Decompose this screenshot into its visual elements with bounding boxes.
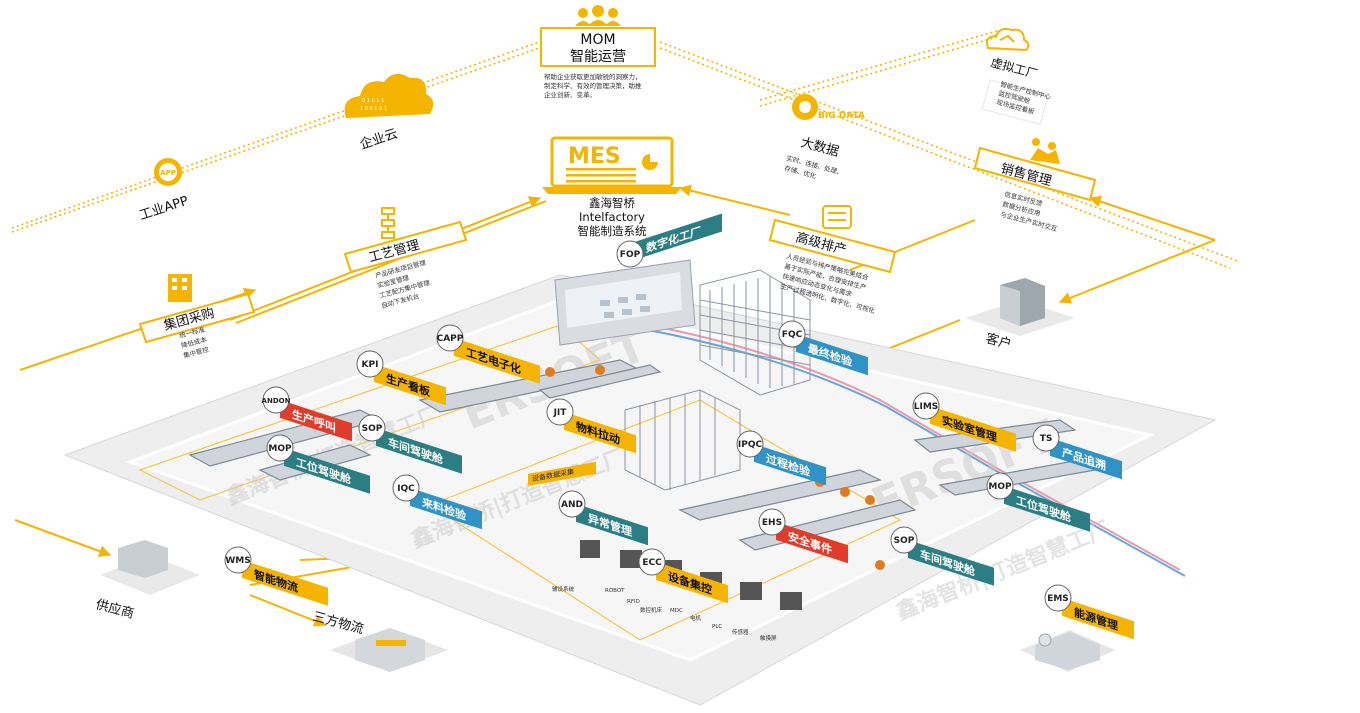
cloud-icon: 0 1 0 1 1 1 0 0 1 0 1 [344, 73, 434, 118]
tag-wms[interactable]: WMS 智能物流 [224, 546, 328, 606]
supplier-label: 供应商 [94, 596, 136, 622]
advanced-scheduling[interactable]: 高级排产 人员经验与排产策略完美结合 基于实际产能，合理安排生产 快速响应动态变… [768, 205, 897, 315]
big-data[interactable]: BIG DATA 大数据 实时、连接、处理、 存储、优化 [783, 94, 865, 180]
tag-code: MOP [268, 444, 292, 454]
network-lines [11, 29, 1241, 269]
device-label: PLC [712, 624, 722, 630]
handshake-icon [1030, 138, 1060, 164]
mom-desc: 企业创新、变革。 [544, 90, 596, 99]
device-label: 触摸屏 [760, 634, 777, 642]
tag-code: MOP [988, 482, 1012, 492]
building-icon [168, 274, 192, 302]
craft-management[interactable]: 工艺管理 产品研发项目管理 实验室管理 工艺配方集中管理 自动下发机台 [343, 207, 468, 310]
virtual-factory[interactable]: 虚拟工厂 智能生产控制中心 监控驾驶舱 现场监控看板 [981, 27, 1053, 126]
tag-code: JIT [553, 408, 568, 418]
tag-lims[interactable]: LIMS 实验室管理 [912, 392, 1016, 452]
ecc-panel [528, 461, 596, 486]
third-party-label: 三方物流 [311, 608, 365, 637]
supplier[interactable]: 供应商 [94, 540, 200, 622]
bigdata-label: 大数据 [799, 135, 841, 160]
svg-text:1 0 0 1 0 1: 1 0 0 1 0 1 [360, 106, 387, 112]
energy-plant-icon [1020, 630, 1115, 672]
scheduling-icon [822, 205, 852, 229]
device-label: 数控机床 [640, 606, 663, 614]
third-party-logistics[interactable]: 三方物流 [311, 608, 448, 672]
device-label: 电机 [690, 614, 702, 622]
tag-jit[interactable]: JIT 物料拉动 [546, 398, 636, 454]
ecc-device-panel: 设备数据采集 辅设系统 ROBOT RFID 数控机床 MDC 电机 PLC 传… [528, 461, 777, 642]
device-label: 辅设系统 [552, 585, 575, 593]
mom-title: MOM [580, 32, 615, 48]
people-icon [575, 5, 621, 26]
tag-fqc[interactable]: FQC 最终检验 [778, 320, 868, 376]
app-gear-icon: APP [154, 158, 182, 186]
device-label: ROBOT [605, 588, 625, 594]
tag-code: CAPP [437, 334, 464, 344]
device-label: 传感器 [732, 628, 749, 636]
tag-code: IQC [397, 484, 415, 494]
factory-floor [63, 274, 1217, 706]
mes-line: 鑫海智桥 [589, 196, 635, 210]
warehouse-icon [330, 628, 448, 672]
tag-code: WMS [225, 556, 250, 566]
device-label: RFID [627, 599, 640, 605]
app-label: 工业APP [138, 194, 191, 224]
device-label: MDC [670, 608, 683, 614]
cloud-label: 企业云 [358, 126, 400, 153]
flowchart-icon [381, 207, 395, 239]
tag-code: AND [561, 500, 583, 510]
mes-laptop[interactable]: MES 鑫海智桥 Intelfactory 智能制造系统 [542, 136, 682, 238]
tag-label: 数字化工厂 [646, 224, 701, 255]
tag-code: LIMS [914, 402, 939, 412]
tag-code: SOP [362, 424, 383, 434]
virtual-label: 虚拟工厂 [989, 55, 1039, 81]
tag-code: FOP [620, 250, 641, 260]
tag-code: EMS [1047, 594, 1069, 604]
mes-line: Intelfactory [579, 210, 645, 224]
customer[interactable]: 客户 [965, 278, 1075, 353]
pie-chart-icon [642, 154, 658, 170]
tag-code: TS [1040, 434, 1053, 444]
customer-label: 客户 [984, 330, 1013, 352]
tag-code: KPI [362, 360, 379, 370]
mes-title: MES [568, 144, 621, 169]
cloud-hand-icon [986, 27, 1030, 52]
mom-box[interactable]: MOM 智能运营 帮助企业获取更加敏锐的洞察力， 制定科学、有效的管理决策，助推… [540, 5, 656, 99]
tag-and[interactable]: AND 异常管理 [558, 490, 648, 546]
customer-building-icon [965, 278, 1075, 336]
bigdata-icon-text: BIG DATA [818, 111, 865, 121]
svg-text:0 1 0 1 1: 0 1 0 1 1 [362, 98, 384, 104]
mom-desc: 制定科学、有效的管理决策，助推 [544, 81, 642, 90]
mom-desc: 帮助企业获取更加敏锐的洞察力， [544, 72, 642, 81]
tag-code: IPQC [738, 440, 763, 450]
tag-code: FQC [782, 330, 803, 340]
mes-line: 智能制造系统 [578, 224, 647, 238]
tag-code: ECC [642, 558, 662, 568]
enterprise-cloud[interactable]: 0 1 0 1 1 1 0 0 1 0 1 企业云 [344, 73, 434, 153]
tag-code: SOP [894, 536, 915, 546]
tag-code: EHS [762, 518, 782, 528]
tag-code: ANDON [262, 397, 291, 405]
group-purchasing[interactable]: 集团采购 统一标准 降低成本 集中管控 [138, 274, 256, 360]
app-icon-text: APP [160, 169, 176, 177]
sales-management[interactable]: 销售管理 信息实时反馈 数据分析应用 与企业生产实时交互 [973, 138, 1097, 233]
mom-subtitle: 智能运营 [570, 49, 626, 65]
tag-ems[interactable]: EMS 能源管理 [1044, 584, 1134, 640]
supplier-building-icon [100, 540, 200, 595]
tag-capp[interactable]: CAPP 工艺电子化 [436, 324, 540, 384]
big-data-gear-icon: BIG DATA [792, 94, 865, 121]
